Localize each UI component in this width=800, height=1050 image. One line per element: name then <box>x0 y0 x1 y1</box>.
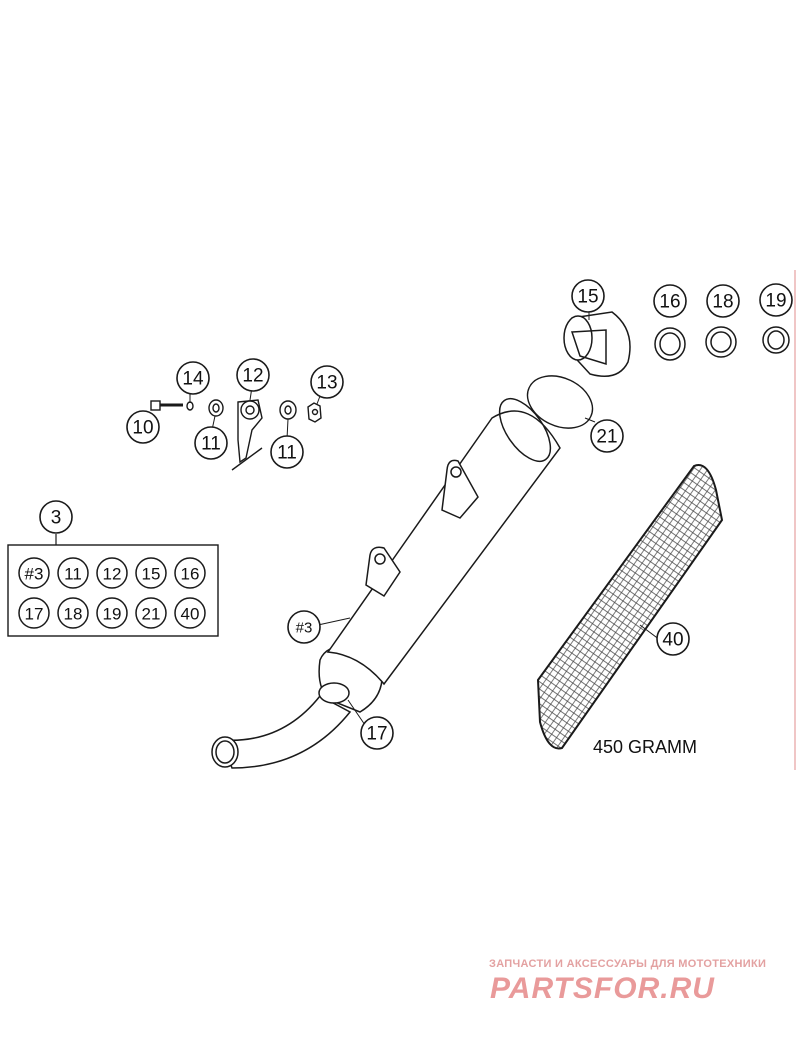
callout-3-label: 3 <box>51 508 62 529</box>
kit-item-label: 16 <box>181 565 200 584</box>
kit-item-4: 16 <box>174 557 206 589</box>
callout-40: 40 <box>656 622 690 656</box>
muffler-assembly <box>211 398 561 769</box>
callout-hash3-label: #3 <box>296 620 313 637</box>
kit-item-3: 15 <box>135 557 167 589</box>
callout-12: 12 <box>236 358 270 392</box>
callout-15: 15 <box>571 279 605 313</box>
callout-15-label: 15 <box>577 287 598 308</box>
small-washer-part <box>186 401 194 411</box>
kit-item-8: 21 <box>135 597 167 629</box>
callout-13: 13 <box>310 365 344 399</box>
callout-19: 19 <box>759 283 793 317</box>
kit-item-5: 17 <box>18 597 50 629</box>
silencer-can-part <box>326 410 561 686</box>
callout-21: 21 <box>590 419 624 453</box>
callout-21-label: 21 <box>596 427 617 448</box>
kit-contents-panel: #3 11 12 15 16 17 18 19 21 40 <box>7 534 219 637</box>
callout-16-label: 16 <box>659 292 680 313</box>
kit-item-label: 18 <box>64 605 83 624</box>
kit-item-label: 17 <box>25 605 44 624</box>
callout-19-label: 19 <box>765 291 786 312</box>
kit-item-label: 15 <box>142 565 161 584</box>
silencer-packing-part <box>536 464 724 750</box>
callout-11-left: 11 <box>194 426 228 460</box>
watermark: ЗАПЧАСТИ И АКСЕССУАРЫ ДЛЯ МОТОТЕХНИКИ PA… <box>489 958 766 1005</box>
nut-part <box>307 402 322 423</box>
callout-14-label: 14 <box>182 369 204 390</box>
kit-item-label: 21 <box>142 605 161 624</box>
callout-hash3: #3 <box>287 610 321 644</box>
end-cap-15-part <box>563 310 631 377</box>
kit-item-label: 12 <box>103 565 122 584</box>
callout-18-label: 18 <box>712 292 733 313</box>
grommet-part-left <box>208 399 224 417</box>
kit-item-7: 19 <box>96 597 128 629</box>
kit-item-9: 40 <box>174 597 206 629</box>
callout-13-label: 13 <box>316 373 337 394</box>
inlet-pipe-part <box>220 695 352 769</box>
callout-10-label: 10 <box>132 418 153 439</box>
callout-18: 18 <box>706 284 740 318</box>
bracket-part <box>231 399 263 471</box>
callout-11-right: 11 <box>270 435 304 469</box>
kit-item-label: 19 <box>103 605 122 624</box>
grommet-part-right <box>279 400 297 420</box>
ring-19-part <box>762 326 790 354</box>
ring-16-part <box>654 327 686 361</box>
callout-10: 10 <box>126 410 160 444</box>
kit-item-label: 11 <box>64 565 82 584</box>
weight-label: 450 GRAMM <box>593 737 697 757</box>
callout-12-label: 12 <box>242 366 263 387</box>
callout-14: 14 <box>176 361 210 395</box>
callout-11-right-label: 11 <box>277 443 297 464</box>
callout-labels: 3 10 14 12 13 11 11 15 16 18 19 21 #3 17… <box>39 279 793 750</box>
callout-40-label: 40 <box>662 630 683 651</box>
kit-item-label: #3 <box>25 565 44 584</box>
kit-item-2: 12 <box>96 557 128 589</box>
o-ring-part <box>526 375 596 429</box>
kit-item-1: 11 <box>57 557 89 589</box>
kit-item-6: 18 <box>57 597 89 629</box>
kit-contents-grid: #3 11 12 15 16 17 18 19 21 40 <box>18 557 206 629</box>
watermark-logo: PARTSFOR.RU <box>490 972 715 1005</box>
bolt-part <box>150 400 183 411</box>
ring-18-part <box>705 326 737 358</box>
watermark-tagline: ЗАПЧАСТИ И АКСЕССУАРЫ ДЛЯ МОТОТЕХНИКИ <box>489 958 766 970</box>
callout-16: 16 <box>653 284 687 318</box>
callout-3: 3 <box>39 500 73 534</box>
callout-17-label: 17 <box>366 724 387 745</box>
kit-item-label: 40 <box>181 605 200 624</box>
mounting-hardware <box>150 386 322 471</box>
callout-11-left-label: 11 <box>201 434 221 455</box>
kit-item-0: #3 <box>18 557 50 589</box>
callout-17: 17 <box>360 716 394 750</box>
